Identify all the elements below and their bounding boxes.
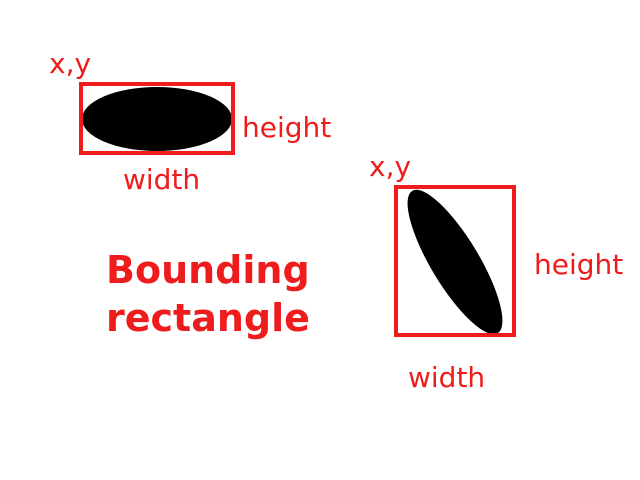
origin-label-horizontal: x,y (49, 47, 91, 80)
title-line-2: rectangle (106, 296, 310, 340)
width-label-rotated: width (408, 361, 485, 394)
bounding-rect-horizontal (79, 82, 235, 155)
height-label-rotated: height (534, 248, 623, 281)
example-horizontal: x,y height width (49, 47, 331, 196)
title-line-1: Bounding (106, 248, 310, 292)
ellipse-horizontal (82, 87, 232, 151)
diagram-title: Bounding rectangle (106, 248, 310, 340)
origin-label-rotated: x,y (369, 150, 411, 183)
width-label-horizontal: width (123, 163, 200, 196)
example-rotated: x,y height width (369, 150, 623, 394)
bounding-rect-rotated (394, 185, 516, 337)
height-label-horizontal: height (242, 111, 331, 144)
ellipse-rotated (407, 189, 503, 335)
